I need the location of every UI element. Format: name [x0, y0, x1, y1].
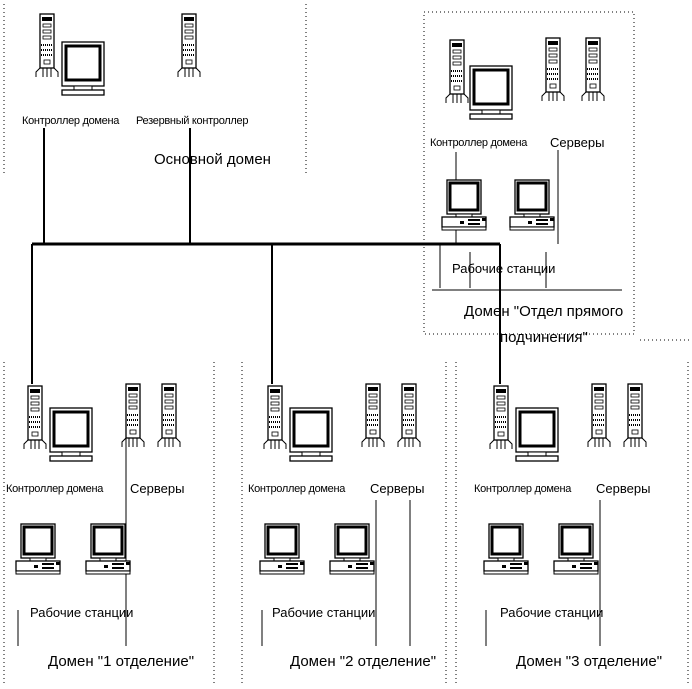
sub-controller-label: Контроллер домена [430, 137, 528, 149]
dept3-workstations-label: Рабочие станции [500, 605, 604, 620]
tower-server-icon [35, 13, 59, 78]
dept2-workstations-label: Рабочие станции [272, 605, 376, 620]
desktop-workstation-icon [14, 522, 62, 576]
sub-servers-label: Серверы [550, 135, 605, 150]
desktop-workstation-icon [84, 522, 132, 576]
dept1-workstations-label: Рабочие станции [30, 605, 134, 620]
dept1-title: Домен "1 отделение" [48, 653, 195, 670]
sub-domain-title-line2: подчинения" [500, 329, 588, 346]
domain-boundaries [3, 4, 690, 685]
tower-server-icon [623, 383, 647, 448]
tower-server-icon [445, 39, 469, 104]
desktop-workstation-icon [440, 178, 488, 232]
dept2-controller-label: Контроллер домена [248, 483, 346, 495]
dept1-controller-label: Контроллер домена [6, 483, 104, 495]
backup-controller-label: Резервный контроллер [136, 115, 249, 127]
monitor-icon [60, 40, 106, 97]
desktop-workstation-icon [508, 178, 556, 232]
tower-server-icon [121, 383, 145, 448]
tower-server-icon [23, 385, 47, 450]
monitor-icon [514, 406, 560, 463]
dept1-servers-label: Серверы [130, 481, 185, 496]
network-links [17, 128, 622, 646]
monitor-icon [48, 406, 94, 463]
main-controller-label: Контроллер домена [22, 115, 120, 127]
monitor-icon [468, 64, 514, 121]
tower-server-icon [263, 385, 287, 450]
tower-server-icon [489, 385, 513, 450]
desktop-workstation-icon [258, 522, 306, 576]
dept2-servers-label: Серверы [370, 481, 425, 496]
desktop-workstation-icon [482, 522, 530, 576]
dept2-title: Домен "2 отделение" [290, 653, 437, 670]
tower-server-icon [361, 383, 385, 448]
tower-server-icon [157, 383, 181, 448]
sub-domain-title-line1: Домен "Отдел прямого [464, 303, 624, 320]
tower-server-icon [397, 383, 421, 448]
dept3-servers-label: Серверы [596, 481, 651, 496]
tower-server-icon [177, 13, 201, 78]
dept3-controller-label: Контроллер домена [474, 483, 572, 495]
sub-workstations-label: Рабочие станции [452, 261, 556, 276]
main-domain-title: Основной домен [154, 151, 271, 168]
desktop-workstation-icon [328, 522, 376, 576]
monitor-icon [288, 406, 334, 463]
tower-server-icon [581, 37, 605, 102]
tower-server-icon [587, 383, 611, 448]
desktop-workstation-icon [552, 522, 600, 576]
sub-domain-boundary [423, 11, 635, 335]
tower-server-icon [541, 37, 565, 102]
dept3-title: Домен "3 отделение" [516, 653, 663, 670]
